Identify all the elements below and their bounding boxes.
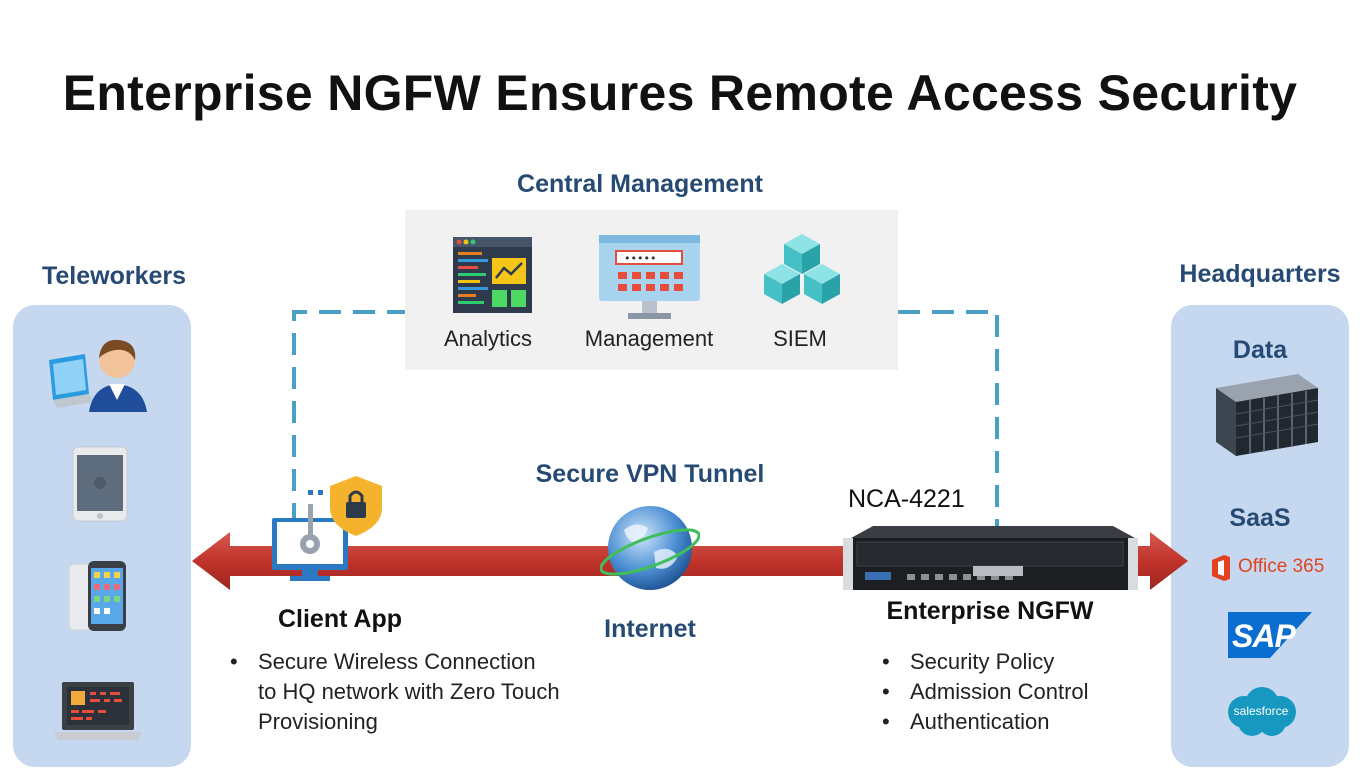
salesforce-logo: salesforce <box>1222 686 1300 738</box>
siem-label: SIEM <box>773 326 827 351</box>
central-management-heading: Central Management <box>517 170 763 198</box>
ngfw-appliance-icon <box>843 526 1138 590</box>
server-rack-icon <box>1216 374 1319 456</box>
office365-logo: Office 365 <box>1210 553 1330 583</box>
internet-label: Internet <box>604 615 696 643</box>
enterprise-ngfw-title: Enterprise NGFW <box>886 597 1094 625</box>
ngfw-feature-item: Authentication <box>882 707 1142 737</box>
sap-logo-shape <box>1228 612 1312 658</box>
client-app-icon <box>272 476 382 581</box>
ngfw-feature-item: Admission Control <box>882 677 1142 707</box>
internet-globe-icon <box>600 506 700 590</box>
ngfw-feature-list: Security Policy Admission Control Authen… <box>882 647 1142 737</box>
analytics-dashboard-icon <box>453 237 532 313</box>
ngfw-feature-item: Security Policy <box>882 647 1142 677</box>
management-monitor-icon: ••••• <box>599 235 700 319</box>
laptop-icon <box>54 682 142 740</box>
saas-label: SaaS <box>1229 504 1291 532</box>
secure-vpn-tunnel-label: Secure VPN Tunnel <box>535 460 765 488</box>
ngfw-model-label: NCA-4221 <box>848 485 965 513</box>
headquarters-heading: Headquarters <box>1179 260 1341 288</box>
salesforce-cloud-shape <box>1228 687 1296 736</box>
user-at-computer-icon <box>49 339 147 412</box>
client-app-title: Client App <box>277 605 403 633</box>
svg-text:•••••: ••••• <box>624 252 656 265</box>
management-label: Management <box>584 326 714 351</box>
client-app-feature-item: Secure Wireless Connection to HQ network… <box>230 647 560 737</box>
teleworkers-heading: Teleworkers <box>41 262 187 290</box>
smartphone-icon <box>68 561 126 631</box>
office-icon <box>1212 555 1230 581</box>
client-app-feature-list: Secure Wireless Connection to HQ network… <box>230 647 560 737</box>
sap-logo: SAP <box>1228 612 1312 658</box>
tablet-icon <box>72 446 128 522</box>
page-title: Enterprise NGFW Ensures Remote Access Se… <box>62 65 1298 121</box>
siem-cubes-icon <box>764 234 840 304</box>
data-label: Data <box>1232 336 1288 364</box>
analytics-label: Analytics <box>443 326 533 351</box>
